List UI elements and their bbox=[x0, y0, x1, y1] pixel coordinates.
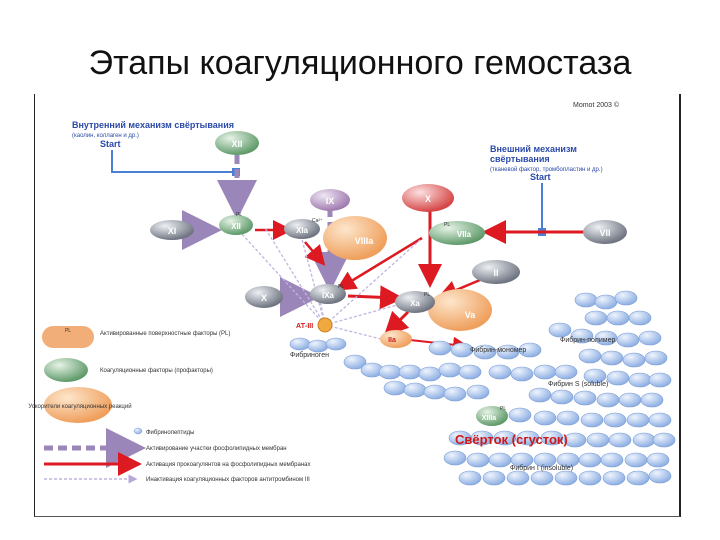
svg-text:XII: XII bbox=[231, 222, 241, 231]
svg-text:Активация прокоагулянтов на фо: Активация прокоагулянтов на фосфолипидны… bbox=[146, 462, 311, 468]
svg-text:XIa: XIa bbox=[296, 226, 309, 235]
label-fibrin-polymer: Фибрин-полимер bbox=[560, 336, 615, 344]
antithrombin-node: АТ-III bbox=[296, 317, 333, 333]
label-clot: Свёрток (сгусток) bbox=[455, 432, 568, 447]
factor-xiia: XII bbox=[219, 215, 253, 235]
arrow-viia-to-x bbox=[335, 236, 423, 291]
label-pl4: PL bbox=[424, 292, 430, 298]
slide-title: Этапы коагуляционного гемостаза bbox=[88, 44, 632, 82]
svg-text:VIIIa: VIIIa bbox=[355, 236, 375, 246]
extrinsic-start-line bbox=[541, 183, 595, 233]
svg-text:II: II bbox=[493, 268, 498, 278]
fibrin-aggregate bbox=[289, 290, 676, 486]
svg-text:XIIIa: XIIIa bbox=[482, 415, 497, 422]
factor-viia: VIIa bbox=[429, 221, 485, 245]
factor-vii: VII bbox=[583, 220, 627, 244]
label-fibrin-monomer: Фибрин-мономер bbox=[470, 346, 526, 354]
svg-text:X: X bbox=[261, 293, 267, 303]
label-pl5: PL bbox=[500, 406, 506, 412]
svg-text:VIIa: VIIa bbox=[457, 230, 472, 239]
svg-text:VII: VII bbox=[599, 228, 610, 238]
svg-text:PL: PL bbox=[65, 328, 71, 334]
svg-text:Ускорители коагуляционных реак: Ускорители коагуляционных реакций bbox=[28, 403, 131, 410]
label-ca: Ca²⁺ bbox=[312, 218, 323, 224]
arrow-to-iia bbox=[383, 310, 410, 337]
svg-text:IIa: IIa bbox=[388, 337, 396, 344]
label-fibrin-soluble: Фибрин S (soluble) bbox=[548, 380, 608, 388]
svg-text:XII: XII bbox=[231, 139, 242, 149]
factor-iia: IIa bbox=[380, 330, 412, 348]
label-pl1: PL bbox=[236, 212, 242, 218]
label-fibrin-insoluble: Фибрин I (insoluble) bbox=[510, 464, 573, 472]
factor-xi: XI bbox=[150, 220, 194, 240]
factor-xa: Xa bbox=[395, 291, 435, 313]
legend-item-procoagulant-activation: Активация прокоагулянтов на фосфолипидны… bbox=[44, 452, 311, 476]
legend-item-factors: Коагуляционные факторы (профакторы) bbox=[44, 358, 213, 382]
extrinsic-title: Внешний механизм bbox=[490, 144, 577, 154]
legend: PL Активированные поверхностные факторы … bbox=[28, 326, 311, 484]
svg-text:Xa: Xa bbox=[410, 299, 420, 308]
svg-text:IX: IX bbox=[326, 196, 335, 206]
svg-text:IXa: IXa bbox=[322, 291, 335, 300]
legend-item-membrane-activation: Активирование участки фосфолипидных мемб… bbox=[44, 428, 287, 468]
label-pl2: PL bbox=[338, 284, 344, 290]
factor-viiia: VIIIa bbox=[323, 216, 387, 260]
legend-item-surface: PL Активированные поверхностные факторы … bbox=[42, 326, 230, 348]
intrinsic-title: Внутренний механизм свёртывания bbox=[72, 120, 234, 130]
factor-x-top: X bbox=[402, 184, 454, 212]
legend-item-accelerators: Ускорители коагуляционных реакций bbox=[28, 387, 132, 423]
arrow-xia-to-ix bbox=[304, 241, 326, 266]
factor-ii: II bbox=[472, 260, 520, 284]
credit-text: Momot 2003 © bbox=[573, 101, 620, 109]
legend-item-antithrombin-inactivation: Инактивация коагуляционных факторов анти… bbox=[44, 474, 310, 484]
factor-x-left: X bbox=[245, 286, 283, 308]
label-fibrinogen: Фибриноген bbox=[290, 351, 329, 359]
factor-xia: XIa bbox=[284, 219, 320, 239]
svg-text:АТ-III: АТ-III bbox=[296, 323, 313, 330]
svg-text:Активирование участки фосфолип: Активирование участки фосфолипидных мемб… bbox=[146, 446, 287, 452]
svg-text:Коагуляционные факторы (профак: Коагуляционные факторы (профакторы) bbox=[100, 368, 213, 374]
factor-ixa: IXa bbox=[310, 284, 346, 304]
svg-text:Va: Va bbox=[465, 310, 477, 320]
svg-text:XI: XI bbox=[168, 226, 177, 236]
extrinsic-start: Start bbox=[530, 172, 551, 182]
factor-xii: XII bbox=[215, 131, 259, 155]
legend-item-fibrinopeptides: Фибринопептиды bbox=[133, 427, 194, 436]
svg-text:Инактивация коагуляционных фак: Инактивация коагуляционных факторов анти… bbox=[146, 477, 310, 483]
factor-ix: IX bbox=[310, 189, 350, 211]
diagram-frame bbox=[34, 94, 681, 517]
intrinsic-start: Start bbox=[100, 139, 121, 149]
intrinsic-subtitle: (каолин, коллаген и др.) bbox=[72, 133, 139, 139]
factor-xiiia: XIIIa bbox=[476, 406, 508, 426]
factor-va: Va bbox=[428, 289, 492, 331]
intrinsic-start-line bbox=[111, 150, 238, 173]
svg-text:X: X bbox=[425, 194, 431, 204]
extrinsic-title-2: свёртывания bbox=[490, 154, 550, 164]
extrinsic-subtitle: (тканевой фактор, тромбопластин и др.) bbox=[490, 166, 603, 173]
svg-text:Активированные поверхностные ф: Активированные поверхностные факторы (PL… bbox=[100, 331, 230, 337]
svg-text:Фибринопептиды: Фибринопептиды bbox=[146, 430, 194, 436]
label-pl3: PL bbox=[444, 222, 450, 228]
